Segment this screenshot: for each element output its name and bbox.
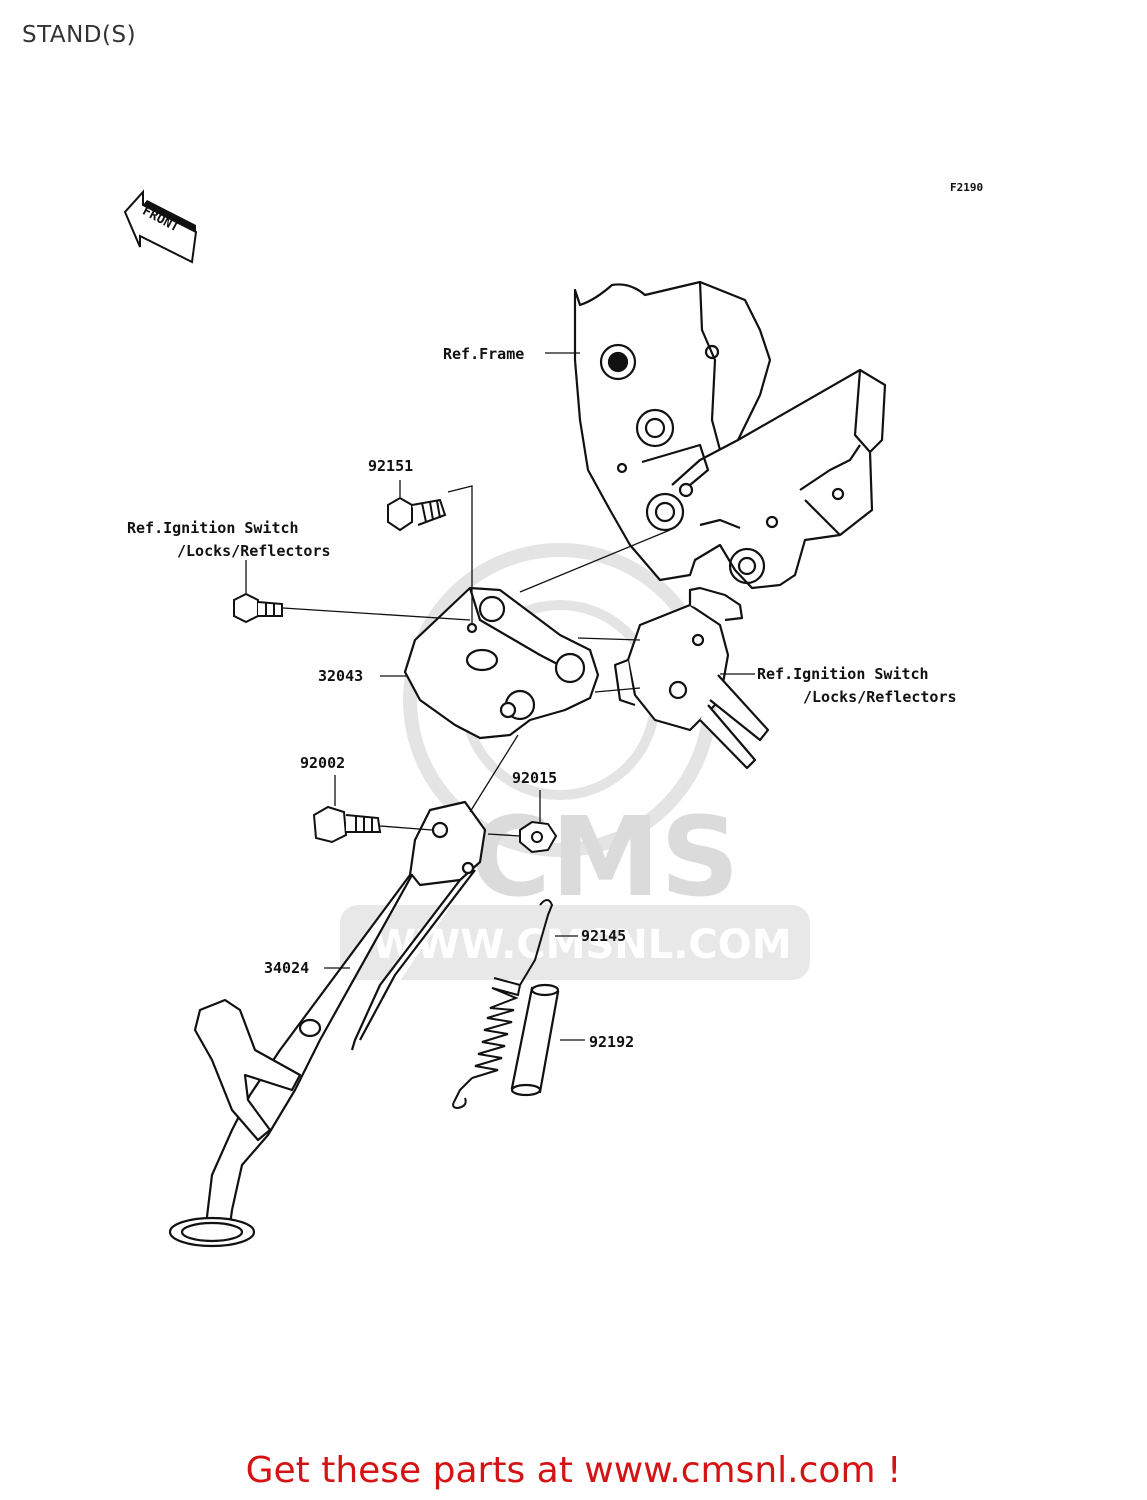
watermark-logo: CMS [470,793,739,921]
nut-92015-icon [519,820,558,854]
leader-lines [245,352,755,1041]
callout-ref-ignition-1-line1: Ref.Ignition Switch [127,519,299,537]
page-title: STAND(S) [22,22,137,48]
tube-92192-icon [510,983,560,1097]
frame-drawing [573,280,887,590]
spring-92145-icon [452,899,554,1110]
cta-link[interactable]: Get these parts at www.cmsnl.com ! [245,1450,902,1491]
callout-34024: 34024 [264,959,309,977]
side-stand-drawing [168,800,487,1248]
callout-92002: 92002 [300,754,345,772]
front-arrow-icon: FRONT [123,189,198,264]
callout-92015: 92015 [512,769,557,787]
callout-92145: 92145 [581,927,626,945]
callout-32043: 32043 [318,667,363,685]
callout-ref-frame: Ref.Frame [443,345,524,363]
callout-92192: 92192 [589,1033,634,1051]
bolt-ignition-icon [233,592,283,624]
watermark-url: WWW.CMSNL.COM [372,922,792,968]
bracket-drawing [403,586,600,740]
switch-drawing [613,586,770,770]
cta-banner: Get these parts at www.cmsnl.com ! [0,1450,1147,1491]
callout-ref-ignition-1-line2: /Locks/Reflectors [177,542,331,560]
bolt-92151-icon [387,496,447,532]
callout-ref-ignition-2-line1: Ref.Ignition Switch [757,665,929,683]
figure-code: F2190 [950,181,983,194]
callout-92151: 92151 [368,457,413,475]
callout-ref-ignition-2-line2: /Locks/Reflectors [803,688,957,706]
bolt-92002-icon [312,805,382,844]
watermark: CMS WWW.CMSNL.COM [340,543,810,980]
